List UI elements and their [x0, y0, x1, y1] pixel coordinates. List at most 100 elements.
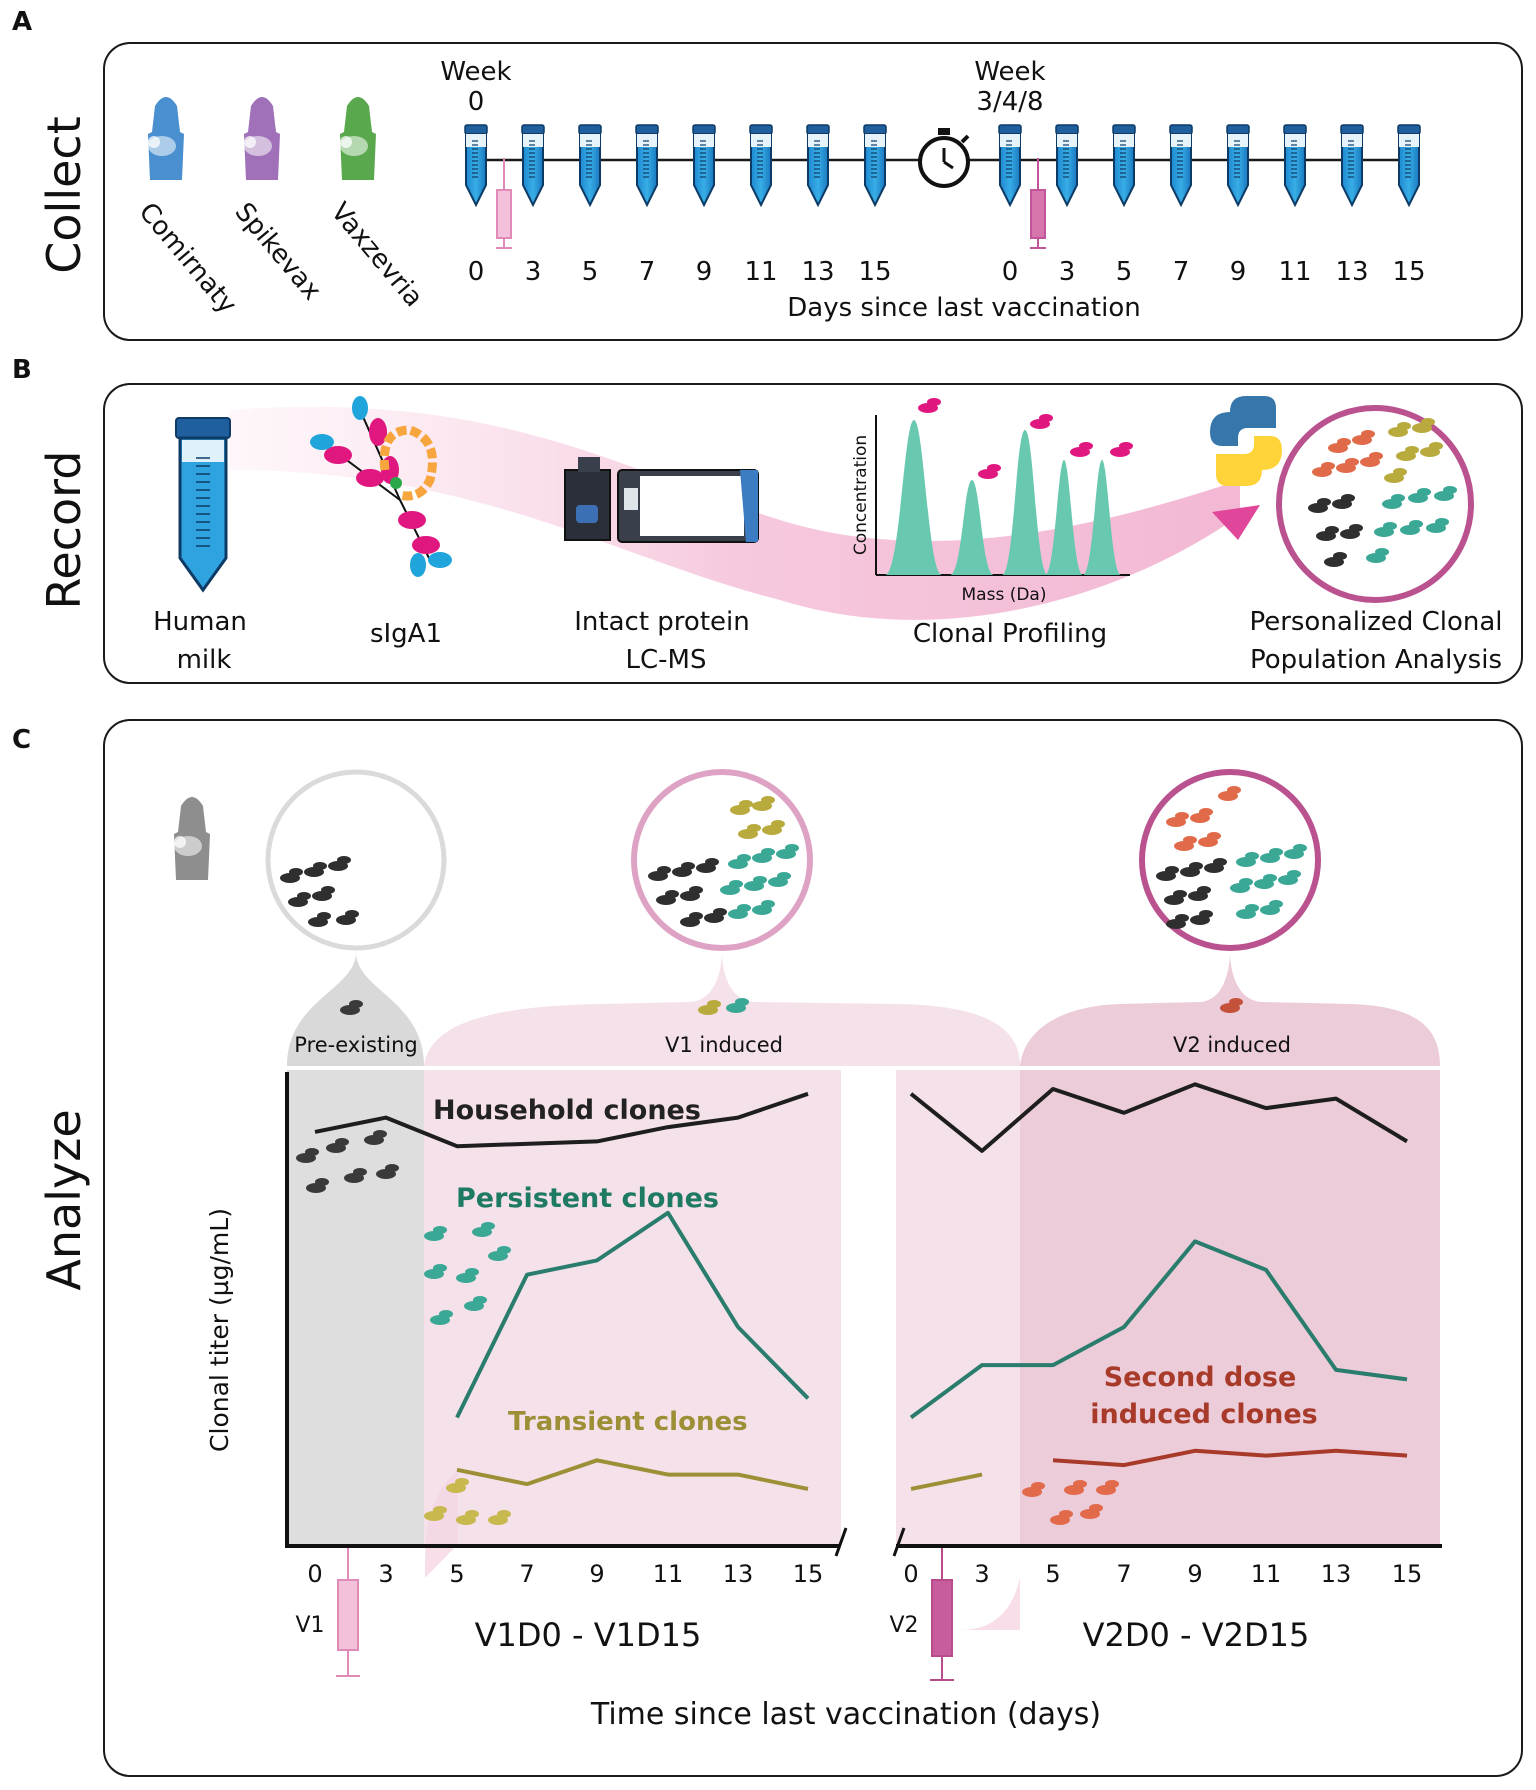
svg-text:11: 11 — [744, 257, 777, 287]
step-label-analysis-line1: Personalized Clonal — [1249, 607, 1502, 637]
python-logo-icon — [1210, 396, 1282, 486]
persistent-clones-v1-line — [455, 1210, 810, 1419]
dose-label-v1: V1 — [295, 1613, 324, 1638]
week-right-line1: Week — [974, 57, 1045, 87]
v1-funnel — [424, 952, 1020, 1066]
dose-label-v2: V2 — [889, 1613, 918, 1638]
x-tick-v2-3: 3 — [974, 1560, 989, 1588]
x-tick-v1-9: 9 — [589, 1560, 604, 1588]
x-tick-v1-15: 15 — [793, 1560, 824, 1588]
v1-circle — [631, 769, 813, 951]
antibody-icon — [310, 396, 452, 577]
collect-title: Collect — [37, 116, 91, 273]
clonal-profiling-chart — [875, 398, 1133, 576]
mini-chart-ylabel: Concentration — [851, 435, 871, 555]
collect-x-label: Days since last vaccination — [787, 293, 1140, 323]
week-left-line2: 0 — [468, 87, 485, 117]
syringe-icon — [1030, 158, 1046, 249]
x-tick-v2-0: 0 — [903, 1560, 918, 1588]
collect-panel-frame — [103, 42, 1523, 341]
group-label-pre-existing: Pre-existing — [294, 1033, 417, 1057]
svg-text:0: 0 — [468, 257, 485, 287]
mass-spectrometer-icon — [564, 457, 759, 543]
x-tick-v1-7: 7 — [519, 1560, 534, 1588]
mini-chart-xlabel: Mass (Da) — [962, 585, 1047, 605]
v2-region — [1020, 1070, 1440, 1544]
record-title: Record — [37, 451, 91, 610]
vaccine-label-spikevax: Spikevax — [229, 197, 327, 306]
vaccine-label-vaxzevria: Vaxzevria — [325, 197, 429, 313]
period-label-v2: V2D0 - V2D15 — [1083, 1616, 1310, 1654]
x-tick-v2-7: 7 — [1116, 1560, 1131, 1588]
second-dose-induced-clones-v2-line — [1052, 1448, 1408, 1468]
x-tick-v2-13: 13 — [1321, 1560, 1352, 1588]
panel-a-letter: A — [12, 7, 32, 37]
pre-existing-circle — [265, 769, 447, 951]
svg-text:3: 3 — [525, 257, 542, 287]
x-tick-v1-0: 0 — [307, 1560, 322, 1588]
step-label-milk-line1: Human — [153, 607, 247, 637]
syringe-icon — [930, 1548, 954, 1681]
ribbon-arrowhead-icon — [1212, 505, 1260, 540]
clonal-population-circle — [1276, 405, 1474, 603]
clonal-titer-lines — [314, 1082, 1409, 1491]
series-label-transient: Transient clones — [508, 1407, 748, 1437]
step-label-profiling: Clonal Profiling — [913, 619, 1107, 649]
axis-break-mark — [892, 1527, 906, 1557]
mother-icon-vaxzevria — [340, 97, 376, 180]
analyze-panel-frame — [103, 719, 1523, 1777]
svg-text:9: 9 — [1230, 257, 1247, 287]
x-tick-v1-13: 13 — [723, 1560, 754, 1588]
week-left-line1: Week — [440, 57, 511, 87]
household-clones-v1-line — [314, 1091, 809, 1149]
step-label-siga1: sIgA1 — [370, 619, 442, 649]
persistent-clones-v2-line — [909, 1239, 1408, 1420]
x-tick-v1-3: 3 — [378, 1560, 393, 1588]
panel-b-letter: B — [12, 355, 32, 385]
week-right-line2: 3/4/8 — [976, 87, 1043, 117]
step-label-lcms-line1: Intact protein — [574, 607, 749, 637]
stopwatch-icon — [918, 128, 970, 188]
collect-day-ticks-left: 0 3 5 7 9 11 13 15 — [468, 257, 892, 287]
svg-text:0: 0 — [1002, 257, 1019, 287]
mother-icon-grey — [174, 797, 210, 880]
x-axis-label: Time since last vaccination (days) — [590, 1697, 1101, 1732]
svg-text:9: 9 — [696, 257, 713, 287]
panel-c-letter: C — [12, 725, 31, 755]
step-label-analysis-line2: Population Analysis — [1250, 645, 1502, 675]
svg-text:7: 7 — [1173, 257, 1190, 287]
svg-text:15: 15 — [858, 257, 891, 287]
svg-text:13: 13 — [1335, 257, 1368, 287]
transient-clones-v2-line — [910, 1472, 983, 1491]
x-tick-v1-5: 5 — [449, 1560, 464, 1588]
x-tick-v2-9: 9 — [1187, 1560, 1202, 1588]
axis-break-mark — [834, 1527, 848, 1557]
x-tick-v2-15: 15 — [1392, 1560, 1423, 1588]
analyze-title: Analyze — [37, 1109, 91, 1290]
syringe-icon — [336, 1548, 360, 1677]
svg-text:11: 11 — [1278, 257, 1311, 287]
svg-text:3: 3 — [1059, 257, 1076, 287]
milk-tube-icon — [175, 417, 231, 593]
record-panel-frame — [103, 383, 1523, 684]
period-label-v1: V1D0 - V1D15 — [475, 1616, 702, 1654]
household-clones-v2-line — [909, 1082, 1409, 1153]
svg-text:7: 7 — [639, 257, 656, 287]
collect-day-ticks-right: 0 3 5 7 9 11 13 15 — [1002, 257, 1426, 287]
svg-text:15: 15 — [1392, 257, 1425, 287]
series-label-persistent: Persistent clones — [456, 1183, 719, 1214]
x-tick-v2-5: 5 — [1045, 1560, 1060, 1588]
pre-existing-region — [287, 1070, 424, 1544]
v1-region — [424, 1070, 841, 1544]
v2-circle — [1139, 769, 1321, 951]
mother-icon-spikevax — [244, 97, 280, 180]
transient-clones-v1-line — [456, 1458, 809, 1491]
y-axis-label: Clonal titer (µg/mL) — [205, 1208, 234, 1452]
v2-tail-shape — [960, 1578, 1020, 1630]
mother-icon-comirnaty — [148, 97, 184, 180]
x-tick-v2-11: 11 — [1251, 1560, 1282, 1588]
svg-text:13: 13 — [801, 257, 834, 287]
vaccine-label-comirnaty: Comirnaty — [133, 197, 243, 320]
